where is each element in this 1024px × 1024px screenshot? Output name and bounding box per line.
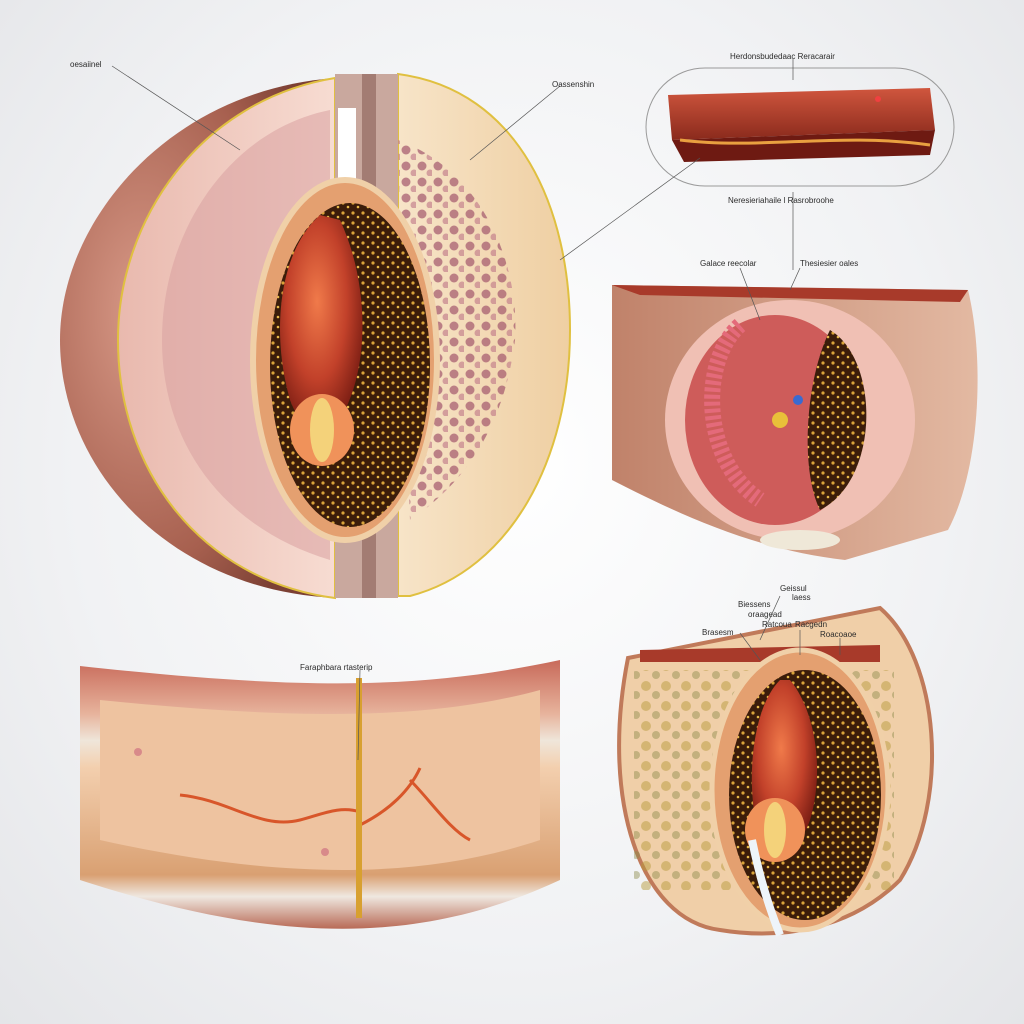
label-inset-sub: Neresieriahaile l Rasrobroohe bbox=[728, 196, 834, 205]
main-cross-section bbox=[60, 72, 572, 600]
label-top-left: oesaiinel bbox=[70, 60, 102, 69]
band-inner-fat bbox=[100, 690, 540, 870]
muscle-strip-top bbox=[668, 88, 935, 140]
label-br-1: Geissul bbox=[780, 584, 807, 593]
red-organ-core bbox=[280, 215, 363, 432]
label-br-4: oraagead bbox=[748, 610, 782, 619]
tissue-block bbox=[612, 285, 978, 560]
insertion-needle bbox=[356, 678, 362, 918]
label-br-2: laess bbox=[792, 593, 811, 602]
label-br-8: Roacoaoe bbox=[820, 630, 857, 639]
dark-crescent bbox=[807, 330, 867, 510]
lower-duct bbox=[748, 839, 784, 937]
label-br-6: Ratcoua bbox=[762, 620, 792, 629]
curved-tissue-band bbox=[80, 660, 560, 929]
inset-frame bbox=[645, 67, 955, 187]
inset-panel bbox=[645, 67, 955, 187]
label-mid-right-a: Galace reecolar bbox=[700, 259, 757, 268]
label-br-7: Racgedn bbox=[795, 620, 828, 629]
label-br-5: Brasesm bbox=[702, 628, 734, 637]
muscle-strip-side bbox=[672, 130, 935, 162]
label-inset-title: Herdonsbudedaac Reracarair bbox=[730, 52, 835, 61]
pink-folds bbox=[704, 318, 765, 507]
lower-cross-section bbox=[617, 605, 934, 937]
label-bottom-left: Faraphbara rtasterip bbox=[300, 663, 373, 672]
vessel-right bbox=[359, 767, 471, 842]
label-top-center: Oassenshin bbox=[552, 80, 595, 89]
label-mid-right-b: Thesiesier oales bbox=[800, 259, 859, 268]
vessel-left bbox=[179, 793, 361, 824]
label-br-3: Biessens bbox=[738, 600, 771, 609]
leader-lines bbox=[111, 59, 841, 761]
block-top-muscle bbox=[612, 285, 968, 302]
